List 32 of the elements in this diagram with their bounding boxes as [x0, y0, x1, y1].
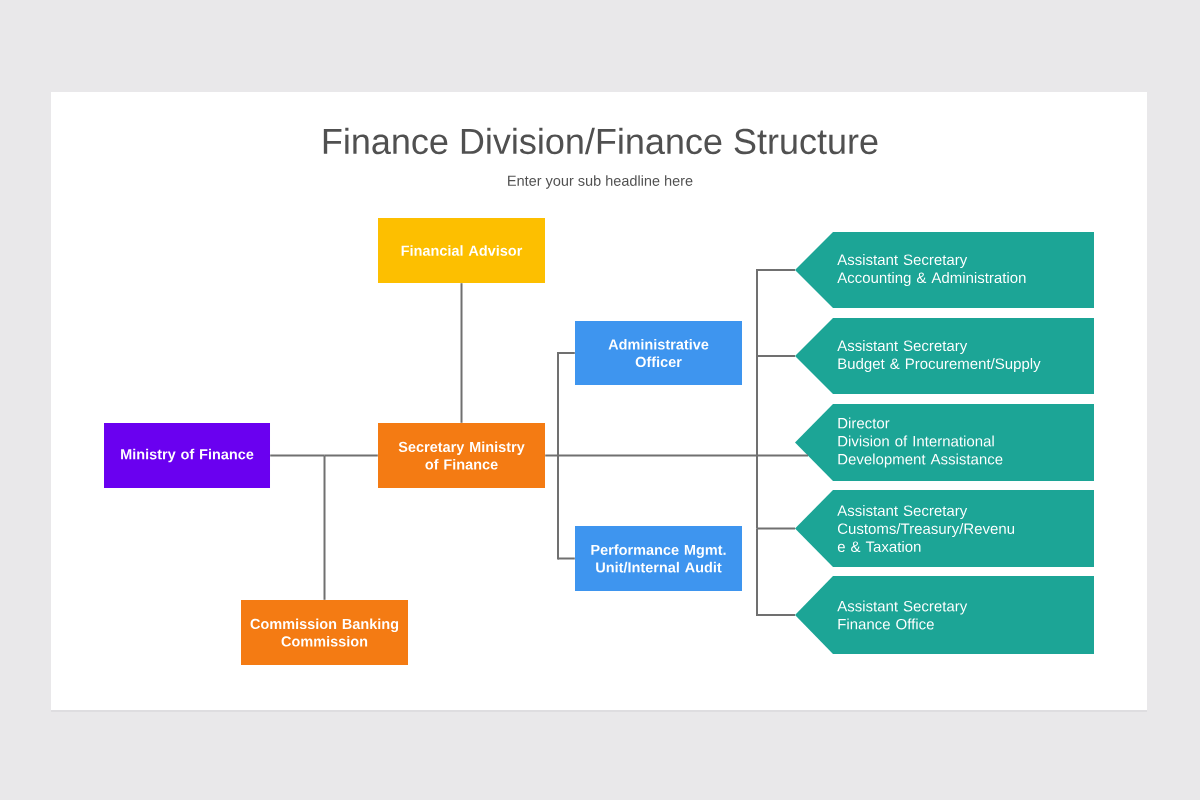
org-box: Commission Banking Commission [241, 600, 408, 665]
connector-line [756, 527, 796, 530]
org-box: Performance Mgmt. Unit/Internal Audit [575, 526, 742, 591]
org-box: Ministry of Finance [104, 423, 270, 488]
tag-box: Assistant Secretary Finance Office [795, 576, 1094, 654]
connector-line [323, 454, 326, 601]
subtitle: Enter your sub headline here [508, 175, 693, 189]
tag-box: Assistant Secretary Budget & Procurement/Supply [795, 318, 1094, 394]
connector-line [756, 454, 809, 457]
connector-line [557, 351, 559, 457]
org-box: Secretary Ministry of Finance [378, 423, 545, 488]
connector-line [557, 454, 758, 457]
connector-line [756, 614, 796, 616]
tag-box: Assistant Secretary Accounting & Administration [795, 232, 1094, 308]
org-box: Administrative Officer [575, 321, 742, 385]
connector-line [323, 454, 379, 457]
title: Finance Division/Finance Structure [323, 127, 878, 155]
org-box: Financial Advisor [378, 218, 545, 283]
connector-line [756, 268, 758, 357]
connector-line [557, 352, 576, 354]
connector-line [460, 282, 463, 424]
connector-line [756, 355, 796, 357]
connector-line [557, 557, 576, 560]
connector-line [557, 454, 559, 561]
connector-line [756, 269, 796, 271]
connector-line [544, 454, 559, 457]
connector-line [269, 454, 326, 457]
tag-box: Director Division of International Development Assistance [795, 404, 1094, 481]
tag-box: Assistant Secretary Customs/Treasury/Revenu e & Taxation [795, 490, 1094, 567]
connector-line [756, 527, 758, 617]
connector-line [756, 454, 758, 530]
connector-line [756, 355, 758, 457]
